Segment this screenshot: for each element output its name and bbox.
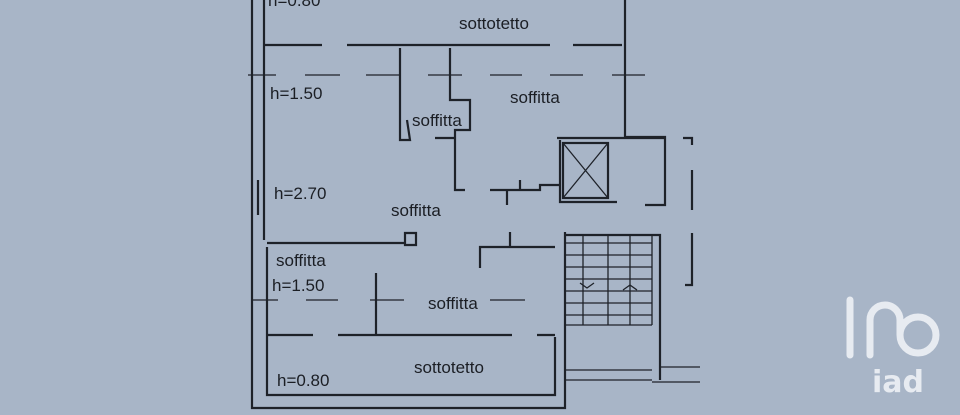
height-label-upper: h=1.50 (270, 84, 322, 103)
room-label-soffitta-lower: soffitta (428, 294, 478, 313)
height-label-top: h=0.80 (268, 0, 320, 10)
room-labels: h=0.80 sottotetto h=1.50 soffitta soffit… (268, 0, 560, 390)
logo-text: iad (872, 365, 924, 400)
iad-logo: iad (846, 296, 940, 400)
room-label-soffitta-center: soffitta (391, 201, 441, 220)
height-label-lower: h=1.50 (272, 276, 324, 295)
walls (248, 0, 700, 410)
room-label-soffitta-upper-mid: soffitta (412, 111, 462, 130)
room-label-soffitta-upper-right: soffitta (510, 88, 560, 107)
room-label-sottotetto-bottom: sottotetto (414, 358, 484, 377)
room-label-soffitta-lower-left: soffitta (276, 251, 326, 270)
height-label-bottom: h=0.80 (277, 371, 329, 390)
room-label-sottotetto-top: sottotetto (459, 14, 529, 33)
height-label-middle: h=2.70 (274, 184, 326, 203)
